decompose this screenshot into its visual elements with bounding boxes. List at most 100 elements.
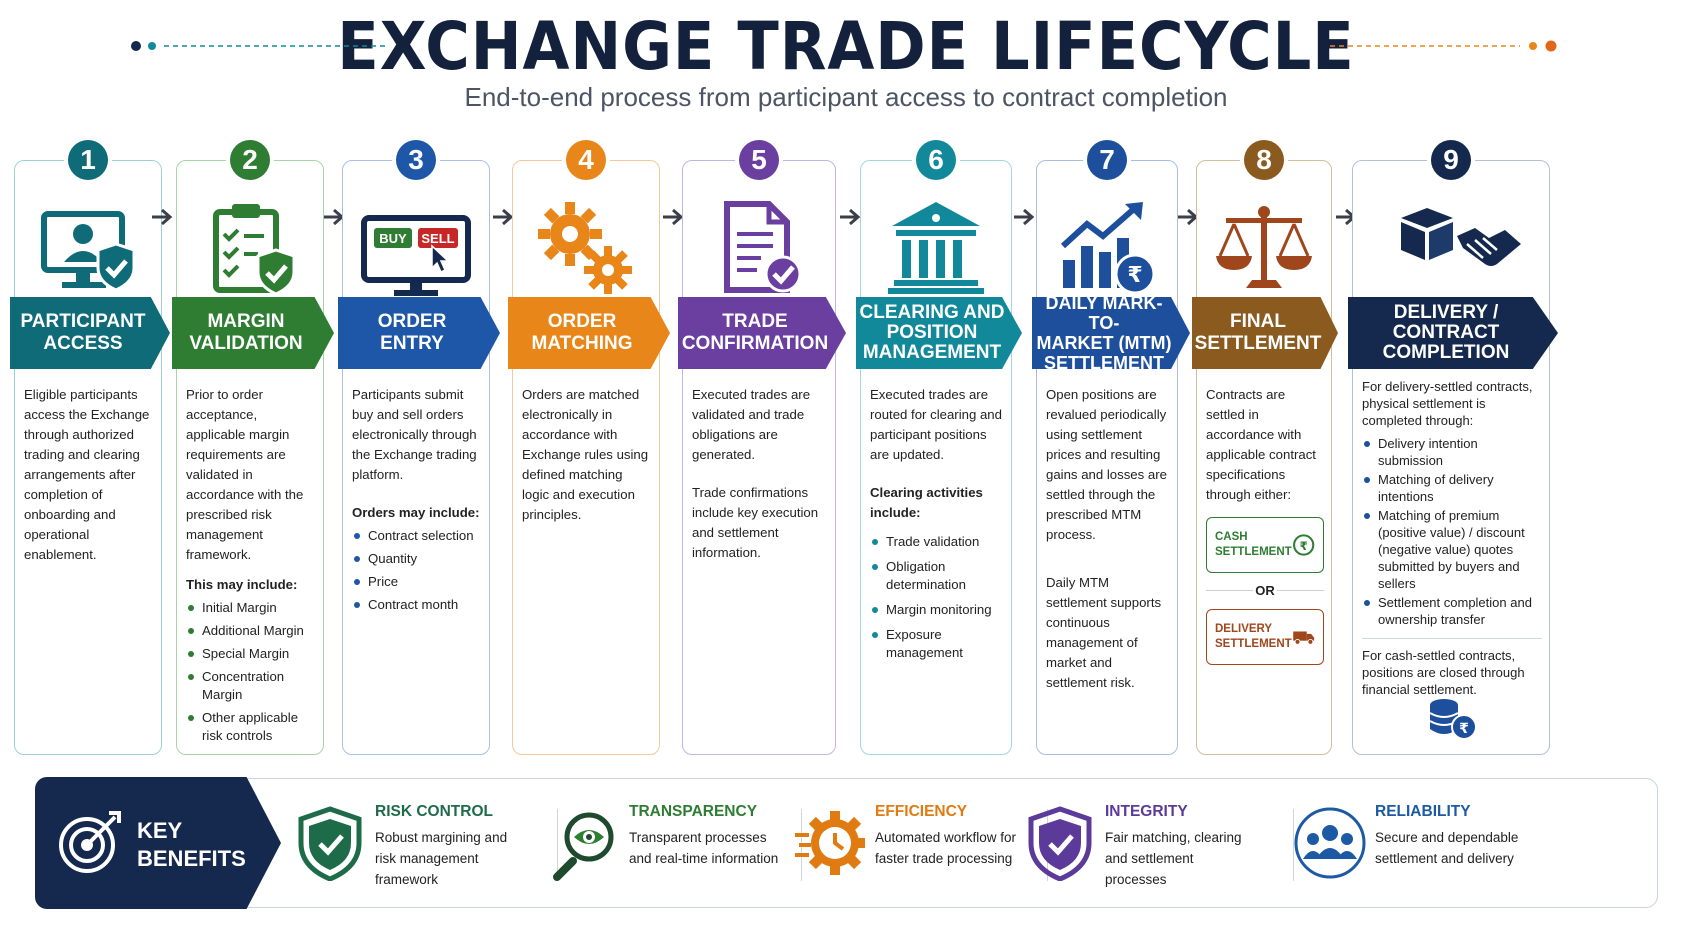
list-item: Settlement completion and ownership tran… bbox=[1362, 594, 1542, 628]
list-item: Delivery intention submission bbox=[1362, 435, 1542, 469]
list-item: Additional Margin bbox=[186, 622, 316, 640]
list-item: Other applicable risk controls bbox=[186, 709, 316, 745]
bullet-list: Initial Margin Additional Margin Special… bbox=[186, 599, 316, 745]
divider bbox=[557, 809, 558, 881]
magnifier-eye-icon bbox=[553, 812, 614, 881]
gear-clock-icon bbox=[795, 811, 865, 875]
buy-sell-screen-icon: BUY SELL bbox=[361, 215, 471, 296]
benefit-reliability: RELIABILITY Secure and dependable settle… bbox=[1293, 799, 1543, 895]
step-number: 9 bbox=[1431, 140, 1471, 180]
step-number: 6 bbox=[916, 140, 956, 180]
step-description: For delivery-settled contracts, physical… bbox=[1362, 378, 1542, 708]
benefit-transparency: TRANSPARENCY Transparent processes and r… bbox=[547, 799, 778, 895]
benefit-efficiency: EFFICIENCY Automated workflow for faster… bbox=[793, 799, 1023, 895]
step-description: Executed trades are routed for clearing … bbox=[870, 385, 1004, 667]
page-title: EXCHANGE TRADE LIFECYCLE bbox=[337, 8, 1355, 85]
decorative-dots-left bbox=[131, 41, 385, 51]
benefit-integrity: INTEGRITY Fair matching, clearing and se… bbox=[1023, 799, 1253, 895]
box-handshake-icon bbox=[1401, 208, 1521, 266]
computer-user-shield-icon bbox=[41, 211, 136, 292]
step-number: 1 bbox=[68, 140, 108, 180]
purple-shield-check-icon bbox=[1028, 806, 1092, 881]
step-description: Orders are matched electronically in acc… bbox=[522, 387, 649, 522]
list-item: Quantity bbox=[352, 550, 482, 568]
list-item: Matching of premium (positive value) / d… bbox=[1362, 507, 1542, 592]
benefit-title: EFFICIENCY bbox=[875, 803, 968, 820]
divider bbox=[1293, 809, 1294, 881]
benefit-description: Automated workflow for faster trade proc… bbox=[875, 830, 1017, 866]
or-divider: OR bbox=[1206, 581, 1324, 601]
growth-chart-rupee-icon: ₹ bbox=[1060, 202, 1156, 295]
bank-building-icon bbox=[888, 202, 984, 294]
benefit-description: Robust margining and risk management fra… bbox=[375, 830, 508, 887]
benefit-title: RELIABILITY bbox=[1375, 803, 1471, 820]
svg-text:₹: ₹ bbox=[1459, 721, 1469, 737]
step-number: 8 bbox=[1244, 140, 1284, 180]
database-coin-icon: ₹ bbox=[1429, 699, 1477, 740]
list-item: Contract month bbox=[352, 596, 482, 614]
page-subtitle: End-to-end process from participant acce… bbox=[464, 82, 1228, 112]
step-number: 7 bbox=[1087, 140, 1127, 180]
svg-text:₹: ₹ bbox=[1127, 263, 1142, 288]
flow-arrow-icon bbox=[152, 208, 173, 226]
flow-arrow-icon bbox=[1014, 208, 1035, 226]
list-item: Price bbox=[352, 573, 482, 591]
bullet-list: Contract selection Quantity Price Contra… bbox=[352, 527, 482, 614]
benefit-description: Fair matching, clearing and settlement p… bbox=[1105, 830, 1242, 887]
shield-check-icon bbox=[298, 806, 362, 881]
list-item: Obligation determination bbox=[870, 558, 1004, 594]
decorative-dots-right bbox=[1330, 40, 1557, 52]
rupee-coin-icon: ₹ bbox=[1292, 534, 1314, 556]
benefit-title: INTEGRITY bbox=[1105, 803, 1188, 820]
list-item: Contract selection bbox=[352, 527, 482, 545]
benefit-risk-control: RISK CONTROL Robust margining and risk m… bbox=[293, 799, 523, 895]
benefit-title: TRANSPARENCY bbox=[629, 803, 758, 820]
benefit-description: Secure and dependable settlement and del… bbox=[1375, 830, 1519, 866]
benefit-title: RISK CONTROL bbox=[375, 803, 493, 820]
bullet-list: Trade validation Obligation determinatio… bbox=[870, 533, 1004, 662]
document-check-icon bbox=[724, 201, 802, 293]
list-item: Special Margin bbox=[186, 645, 316, 663]
list-item: Exposure management bbox=[870, 626, 1004, 662]
step-number: 3 bbox=[396, 140, 436, 180]
bullet-list: Delivery intention submission Matching o… bbox=[1362, 435, 1542, 628]
step-card bbox=[512, 160, 660, 755]
gears-icon bbox=[538, 202, 632, 294]
step-number: 5 bbox=[739, 140, 779, 180]
flow-arrow-icon bbox=[493, 208, 514, 226]
step-description: Contracts are settled in accordance with… bbox=[1206, 385, 1324, 665]
list-item: Matching of delivery intentions bbox=[1362, 471, 1542, 505]
step-description: Eligible participants access the Exchang… bbox=[24, 387, 150, 562]
step-description: Executed trades are validated and trade … bbox=[692, 387, 819, 560]
balance-scale-icon bbox=[1216, 206, 1312, 288]
flow-arrow-icon bbox=[663, 208, 684, 226]
step-card bbox=[176, 160, 324, 755]
target-arrow-icon bbox=[59, 811, 121, 873]
svg-text:₹: ₹ bbox=[1299, 539, 1307, 553]
list-item: Initial Margin bbox=[186, 599, 316, 617]
step-description: Open positions are revalued periodically… bbox=[1046, 387, 1167, 690]
flow-arrow-icon bbox=[840, 208, 861, 226]
clipboard-shield-icon bbox=[213, 204, 296, 296]
buy-label: BUY bbox=[379, 231, 407, 246]
truck-icon bbox=[1292, 631, 1314, 645]
step-card bbox=[1352, 160, 1550, 755]
